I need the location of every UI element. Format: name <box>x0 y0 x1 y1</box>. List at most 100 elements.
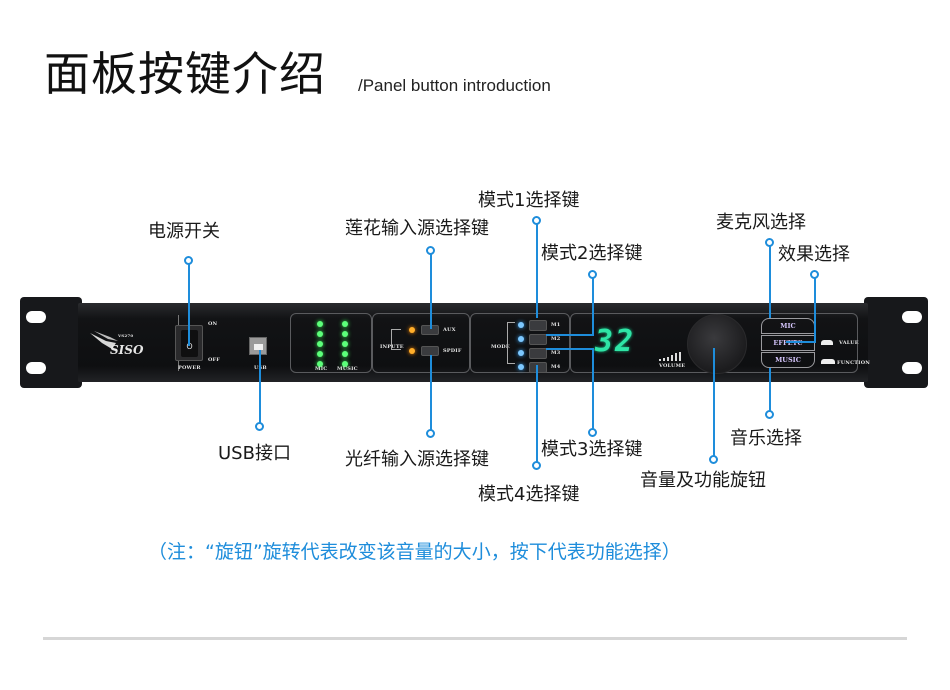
select-buttons: MIC EFFETC MUSIC <box>761 318 815 368</box>
callout-dot <box>588 428 597 437</box>
control-section: 32 VOLUME MIC EFFETC MUSIC VALUE FUNCTIO… <box>570 313 870 374</box>
callout-effect-select: 效果选择 <box>778 244 850 265</box>
meter-led <box>342 341 348 347</box>
callout-music-select: 音乐选择 <box>730 428 802 449</box>
bracket <box>507 322 515 364</box>
mode-section: MODE M1 M2 M3 M4 <box>470 313 570 373</box>
callout-line <box>592 348 594 430</box>
m3-button[interactable] <box>529 348 547 359</box>
meter-led <box>342 331 348 337</box>
aux-label: AUX <box>443 327 456 333</box>
input-section: INPUTE AUX SPDIF <box>372 313 470 373</box>
bottom-divider <box>43 637 907 640</box>
callout-line <box>259 350 261 425</box>
callout-line <box>769 368 771 412</box>
brand-name: SISO <box>110 343 144 357</box>
callout-line <box>814 278 816 343</box>
callout-line <box>786 341 816 343</box>
callout-mode2: 模式2选择键 <box>541 243 643 264</box>
mount-hole <box>26 362 46 374</box>
callout-mic-select: 麦克风选择 <box>716 212 806 233</box>
page-subtitle: /Panel button introduction <box>358 76 551 95</box>
m1-label: M1 <box>551 322 561 328</box>
m4-led <box>518 364 524 370</box>
mic-select-button[interactable]: MIC <box>761 318 815 334</box>
model-tag: VS270 <box>118 333 134 338</box>
callout-dot <box>532 461 541 470</box>
function-label: FUNCTION <box>837 360 871 366</box>
seven-segment-display: 32 <box>595 324 636 359</box>
bracket <box>391 329 401 350</box>
rack-ear-right <box>864 297 928 388</box>
power-symbol: O <box>186 342 193 351</box>
device-front-panel: VS270 SISO O ON OFF POWER USB MIC MUSIC … <box>78 303 870 382</box>
mount-hole <box>902 311 922 323</box>
volume-function-knob[interactable] <box>687 314 747 374</box>
m1-button[interactable] <box>529 320 547 331</box>
callout-power-switch: 电源开关 <box>148 221 220 242</box>
page-title: 面板按键介绍 <box>44 47 326 101</box>
callout-line <box>536 365 538 463</box>
callout-line <box>546 334 594 336</box>
brand-logo: VS270 SISO <box>88 327 148 361</box>
callout-line <box>713 348 715 456</box>
spdif-label: SPDIF <box>443 348 462 354</box>
callout-usb-port: USB接口 <box>218 443 291 464</box>
level-meters: MIC MUSIC <box>290 313 372 373</box>
callout-line <box>546 348 594 350</box>
callout-dot <box>255 422 264 431</box>
m2-led <box>518 336 524 342</box>
meter-led <box>317 341 323 347</box>
callout-line <box>536 224 538 318</box>
effect-select-button[interactable]: EFFETC <box>761 335 815 351</box>
mode-label: MODE <box>491 344 510 350</box>
callout-volume-knob: 音量及功能旋钮 <box>640 470 766 491</box>
callout-line <box>430 254 432 329</box>
meter-led <box>342 361 348 367</box>
callout-mode4: 模式4选择键 <box>478 484 580 505</box>
music-select-button[interactable]: MUSIC <box>761 352 815 368</box>
meter-led <box>317 361 323 367</box>
usage-note: （注：“旋钮”旋转代表改变该音量的大小，按下代表功能选择） <box>148 541 681 563</box>
aux-led <box>409 327 415 333</box>
callout-line <box>592 278 594 335</box>
mount-hole <box>26 311 46 323</box>
callout-rca-input: 莲花输入源选择键 <box>345 218 489 239</box>
callout-dot <box>426 429 435 438</box>
meter-led <box>342 321 348 327</box>
m4-button[interactable] <box>529 362 547 373</box>
m3-led <box>518 350 524 356</box>
value-indicator-icon <box>821 340 833 345</box>
mic-meter-label: MIC <box>315 366 328 372</box>
mic-meter <box>317 321 323 367</box>
meter-led <box>342 351 348 357</box>
callout-line <box>769 246 771 318</box>
spdif-led <box>409 348 415 354</box>
function-indicator-icon <box>821 359 835 364</box>
value-label: VALUE <box>839 340 859 346</box>
volume-bars-icon <box>659 352 681 361</box>
music-meter-label: MUSIC <box>337 366 358 372</box>
m3-label: M3 <box>551 350 561 356</box>
power-on-label: ON <box>208 321 218 327</box>
music-meter <box>342 321 348 367</box>
callout-line <box>188 264 190 346</box>
callout-optical-input: 光纤输入源选择键 <box>345 449 489 470</box>
power-label: POWER <box>178 365 201 371</box>
power-off-label: OFF <box>208 357 221 363</box>
volume-label: VOLUME <box>659 363 686 369</box>
m2-label: M2 <box>551 336 561 342</box>
rack-ear-left <box>20 297 82 388</box>
meter-led <box>317 321 323 327</box>
callout-mode1: 模式1选择键 <box>478 190 580 211</box>
eagle-icon <box>90 331 118 349</box>
callout-line <box>430 355 432 431</box>
usb-port[interactable] <box>249 337 267 355</box>
callout-mode3: 模式3选择键 <box>541 439 643 460</box>
callout-dot <box>765 410 774 419</box>
meter-led <box>317 351 323 357</box>
mount-hole <box>902 362 922 374</box>
m4-label: M4 <box>551 364 561 370</box>
m2-button[interactable] <box>529 334 547 345</box>
callout-dot <box>709 455 718 464</box>
